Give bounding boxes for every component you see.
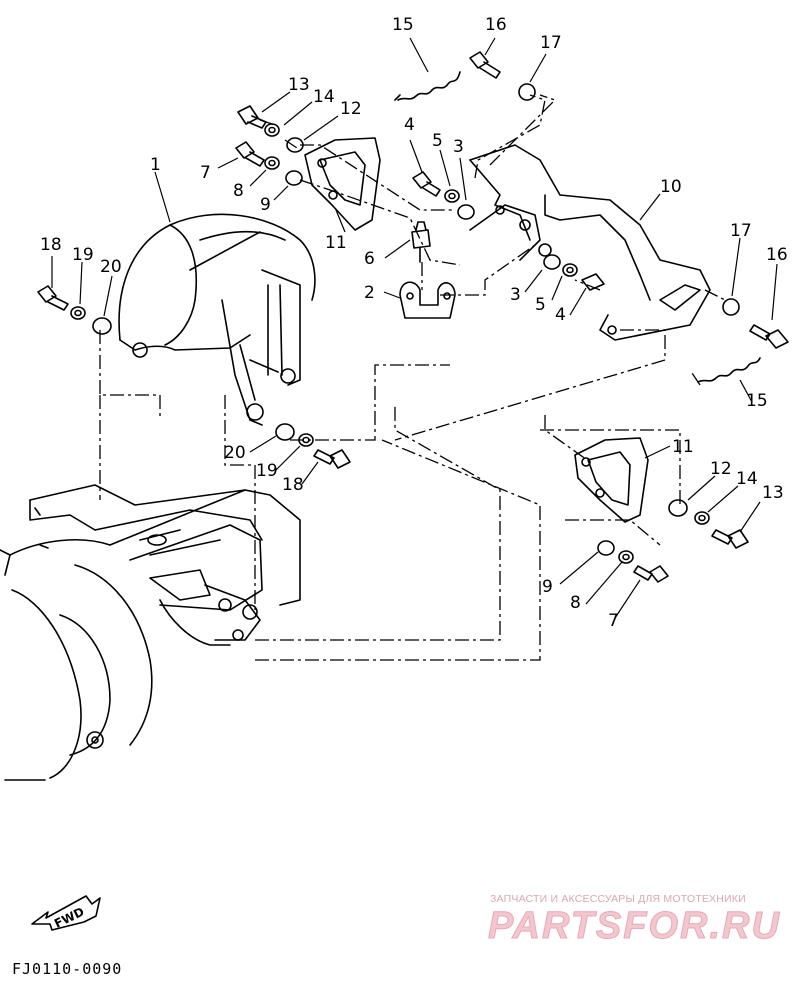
label-part-13: 13 (762, 483, 784, 503)
bolt-part-16-lower (749, 324, 789, 349)
bolt-part-7-upper (235, 141, 265, 167)
label-part-8: 8 (570, 593, 581, 613)
collar-part-12-lower (668, 499, 688, 517)
bolt-part-4-lower (581, 273, 605, 291)
clip-part-2 (399, 281, 456, 319)
spring-part-15-lower (697, 357, 761, 383)
label-part-19: 19 (72, 245, 94, 265)
leader-lines (51, 37, 778, 619)
collar-part-20-lower (275, 423, 295, 441)
label-part-15: 15 (392, 15, 414, 35)
label-part-5: 5 (432, 131, 443, 151)
label-part-5: 5 (535, 295, 546, 315)
washer-part-5-lower (562, 263, 578, 277)
label-part-3: 3 (453, 137, 464, 157)
label-part-17: 17 (730, 221, 752, 241)
label-part-12: 12 (340, 99, 362, 119)
collar-part-3-lower (543, 254, 561, 270)
bolt-part-16-upper (469, 51, 501, 79)
label-part-14: 14 (313, 87, 335, 107)
bolt-part-13-lower (711, 529, 749, 549)
collar-part-17-lower (722, 298, 740, 316)
plate-part-11-lower (574, 437, 649, 523)
collar-part-9-upper (285, 170, 303, 186)
bolt-part-7-lower (633, 565, 669, 583)
label-part-12: 12 (710, 459, 732, 479)
collar-part-3-upper (457, 204, 475, 220)
label-part-14: 14 (736, 469, 758, 489)
label-part-11: 11 (325, 233, 347, 253)
label-part-19: 19 (256, 461, 278, 481)
engine-frame (0, 484, 301, 781)
washer-part-19-upper (70, 306, 86, 320)
label-part-10: 10 (660, 177, 682, 197)
label-part-16: 16 (766, 245, 788, 265)
label-part-7: 7 (608, 611, 619, 631)
label-part-9: 9 (542, 577, 553, 597)
label-part-2: 2 (364, 283, 375, 303)
watermark-subtitle: ЗАПЧАСТИ И АКСЕССУАРЫ ДЛЯ МОТОТЕХНИКИ (490, 893, 746, 905)
diagram-code: FJ0110-0090 (12, 960, 123, 978)
label-part-4: 4 (555, 305, 566, 325)
label-part-18: 18 (40, 235, 62, 255)
label-part-15: 15 (746, 391, 768, 411)
label-part-18: 18 (282, 475, 304, 495)
label-part-17: 17 (540, 33, 562, 53)
washer-part-14-upper (264, 123, 280, 137)
label-part-8: 8 (233, 181, 244, 201)
grease-fitting-part-6 (411, 221, 431, 263)
plate-part-11-upper (304, 137, 381, 231)
label-part-1: 1 (150, 155, 161, 175)
washer-part-8-lower (618, 550, 634, 564)
washer-part-5-upper (444, 189, 460, 203)
label-part-9: 9 (260, 195, 271, 215)
label-part-20: 20 (100, 257, 122, 277)
bolt-part-4-upper (412, 171, 441, 197)
label-part-4: 4 (404, 115, 415, 135)
label-part-16: 16 (485, 15, 507, 35)
part-labels: 1 13 14 12 7 8 9 11 4 5 3 6 2 15 16 17 1… (40, 15, 788, 631)
collar-part-9-lower (597, 540, 615, 556)
bolt-part-13-upper (237, 105, 267, 129)
bracket-part-10 (469, 144, 711, 341)
label-part-7: 7 (200, 163, 211, 183)
assembly-lines (99, 94, 726, 661)
label-part-6: 6 (364, 249, 375, 269)
collar-part-20-upper (92, 317, 112, 335)
label-part-11: 11 (672, 437, 694, 457)
label-part-20: 20 (224, 443, 246, 463)
washer-part-8-upper (264, 156, 280, 170)
bolt-part-18-lower (313, 449, 351, 469)
watermark-brand: PARTSFOR.RU (488, 905, 781, 948)
cover-part-1 (118, 213, 316, 426)
bolt-part-18-upper (37, 285, 69, 311)
label-part-13: 13 (288, 75, 310, 95)
spring-part-15-upper (394, 71, 461, 101)
collar-part-17-upper (518, 83, 536, 101)
washer-part-14-lower (694, 511, 710, 525)
fwd-arrow-icon: FWD (31, 895, 101, 931)
label-part-3: 3 (510, 285, 521, 305)
